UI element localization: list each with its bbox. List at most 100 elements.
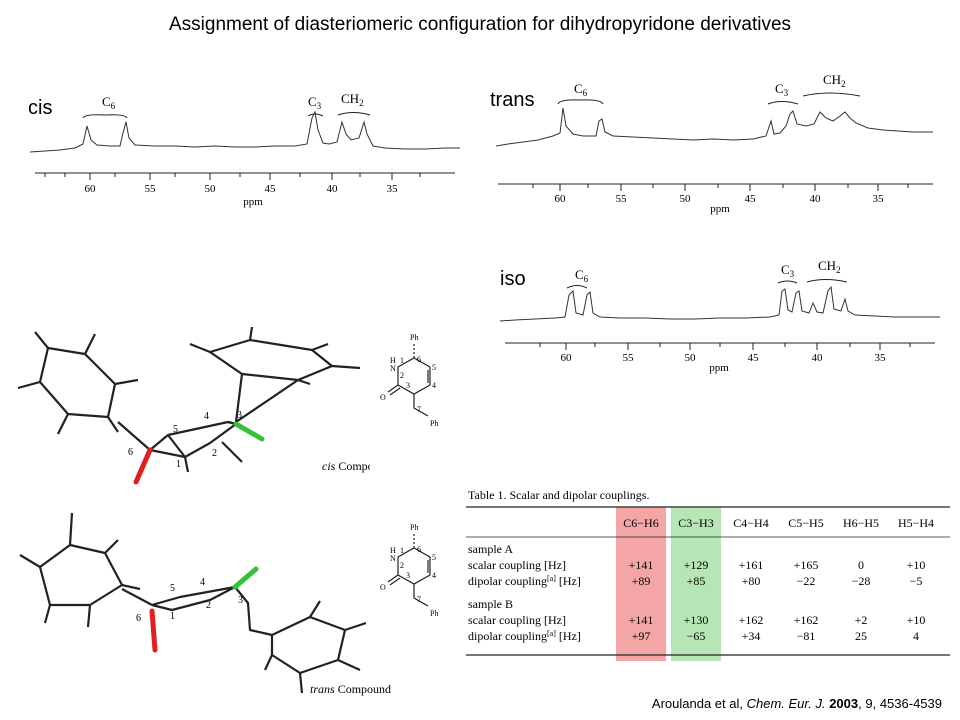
citation: Aroulanda et al, Chem. Eur. J. 2003, 9, … <box>651 696 942 711</box>
svg-text:−5: −5 <box>910 574 923 588</box>
svg-text:2: 2 <box>400 371 404 380</box>
svg-text:Ph: Ph <box>430 609 438 618</box>
svg-text:7: 7 <box>417 405 421 414</box>
svg-text:4: 4 <box>204 411 209 422</box>
svg-text:−28: −28 <box>852 574 871 588</box>
svg-text:Ph: Ph <box>410 523 418 532</box>
svg-text:5: 5 <box>170 583 175 594</box>
table-row: +141 +130 +162 +162 +2 +10 <box>629 613 926 627</box>
table-row: +97 −65 +34 −81 25 4 <box>632 629 919 643</box>
svg-text:2: 2 <box>212 448 217 459</box>
svg-text:6: 6 <box>417 545 421 554</box>
table-group-label: sample B <box>468 597 513 611</box>
svg-text:3: 3 <box>238 595 243 606</box>
trans-caption: trans Compound <box>310 682 391 696</box>
svg-text:N: N <box>390 364 396 373</box>
svg-text:55: 55 <box>145 183 157 195</box>
table-column-header: C3−H3 <box>678 516 713 530</box>
svg-text:+129: +129 <box>684 558 709 572</box>
table-group-label: sample A <box>468 542 513 556</box>
region-c3: C3 <box>767 81 799 105</box>
svg-text:35: 35 <box>875 352 887 364</box>
svg-text:3: 3 <box>406 571 410 580</box>
svg-text:6: 6 <box>128 447 133 458</box>
table-row: +89 +85 +80 −22 −28 −5 <box>632 574 923 588</box>
spectrum-label-iso: iso <box>500 268 526 290</box>
svg-text:Ph: Ph <box>410 333 418 342</box>
svg-text:C3: C3 <box>781 262 795 279</box>
table-column-header: C6−H6 <box>623 516 658 530</box>
svg-text:CH2: CH2 <box>823 72 846 89</box>
scheme-trans-2d: Ph 654 321 NHO 7Ph <box>380 523 438 618</box>
svg-text:35: 35 <box>387 183 399 195</box>
svg-text:H: H <box>390 546 396 555</box>
spectrum-label-cis: cis <box>28 97 53 119</box>
svg-text:45: 45 <box>748 352 760 364</box>
svg-text:N: N <box>390 554 396 563</box>
svg-text:−22: −22 <box>797 574 816 588</box>
svg-text:+130: +130 <box>684 613 709 627</box>
svg-text:3: 3 <box>406 381 410 390</box>
cis-caption: cis Compound <box>322 459 370 473</box>
svg-text:ppm: ppm <box>709 362 729 374</box>
spectrum-iso: C6 C3 CH2 60 55 50 45 40 35 ppm <box>499 258 940 374</box>
table-column-header: H6−H5 <box>843 516 879 530</box>
svg-text:+165: +165 <box>794 558 819 572</box>
red-bond-c6 <box>149 608 158 653</box>
svg-text:C6: C6 <box>575 267 589 284</box>
svg-text:55: 55 <box>616 193 628 205</box>
svg-text:+85: +85 <box>687 574 706 588</box>
svg-text:+80: +80 <box>742 574 761 588</box>
svg-text:Ph: Ph <box>430 419 438 428</box>
svg-text:6: 6 <box>417 355 421 364</box>
svg-text:45: 45 <box>745 193 757 205</box>
table-column-header: H5−H4 <box>898 516 934 530</box>
svg-text:45: 45 <box>265 183 277 195</box>
svg-text:6: 6 <box>136 613 141 624</box>
table-column-header: C5−H5 <box>788 516 823 530</box>
svg-text:50: 50 <box>205 183 217 195</box>
molecule-trans-3d: 6 5 4 3 2 1 trans Compound <box>19 512 391 696</box>
svg-text:+97: +97 <box>632 629 651 643</box>
svg-text:ppm: ppm <box>243 196 263 208</box>
spectrum-trans: C6 C3 CH2 60 55 50 45 40 35 ppm <box>495 72 933 215</box>
svg-text:+10: +10 <box>907 558 926 572</box>
svg-text:O: O <box>380 583 386 592</box>
svg-text:3: 3 <box>237 410 242 421</box>
table-caption: Table 1. Scalar and dipolar couplings. <box>468 488 649 502</box>
svg-text:C6: C6 <box>102 94 116 111</box>
svg-text:7: 7 <box>417 595 421 604</box>
table-row-label: scalar coupling [Hz] <box>468 558 566 572</box>
region-c6: C6 <box>566 267 589 289</box>
svg-text:+89: +89 <box>632 574 651 588</box>
svg-text:4: 4 <box>432 571 436 580</box>
highlight-c3h3 <box>671 507 721 661</box>
svg-text:CH2: CH2 <box>818 258 841 275</box>
svg-text:+2: +2 <box>855 613 868 627</box>
svg-text:+162: +162 <box>739 613 764 627</box>
page-title: Assignment of diasteriomeric configurati… <box>168 14 792 35</box>
svg-text:55: 55 <box>623 352 635 364</box>
region-c6: C6 <box>557 81 604 105</box>
table-row-label: dipolar coupling[a] [Hz] <box>468 574 581 588</box>
svg-text:1: 1 <box>170 611 175 622</box>
svg-text:C6: C6 <box>574 81 588 98</box>
svg-text:40: 40 <box>812 352 824 364</box>
spectrum-trace <box>29 110 460 153</box>
svg-text:−81: −81 <box>797 629 816 643</box>
svg-text:60: 60 <box>561 352 573 364</box>
spectrum-label-trans: trans <box>490 89 535 111</box>
svg-text:1: 1 <box>400 546 404 555</box>
region-ch2: CH2 <box>806 258 848 283</box>
spectrum-trace <box>495 107 933 147</box>
svg-text:60: 60 <box>85 183 97 195</box>
svg-text:25: 25 <box>855 629 867 643</box>
svg-text:50: 50 <box>680 193 692 205</box>
svg-text:+10: +10 <box>907 613 926 627</box>
svg-text:+161: +161 <box>739 558 764 572</box>
table-row-label: dipolar coupling[a] [Hz] <box>468 629 581 643</box>
svg-text:4: 4 <box>432 381 436 390</box>
svg-text:40: 40 <box>810 193 822 205</box>
table-row: +141 +129 +161 +165 0 +10 <box>629 558 926 572</box>
svg-text:40: 40 <box>327 183 339 195</box>
